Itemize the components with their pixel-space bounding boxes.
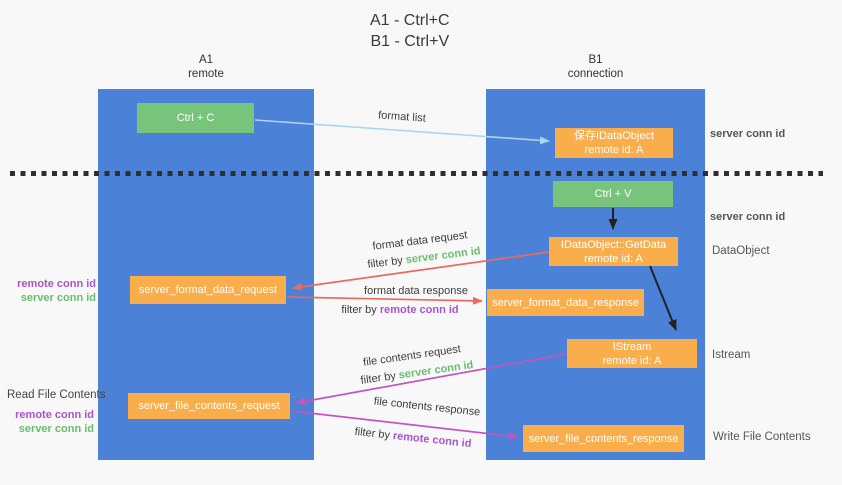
title-line-2: B1 - Ctrl+V (370, 33, 450, 50)
server-conn-id-text: server conn id (397, 359, 475, 382)
column-a-id: A1 (198, 54, 214, 66)
filter-by-text: filter by (354, 425, 391, 442)
node-file-req-label: server_file_contents_request (138, 400, 280, 412)
label-server-conn-id-right-1: server conn id (710, 128, 786, 140)
label-file-contents-response: file contents response (373, 395, 481, 419)
node-fmt-resp-label: server_format_data_response (492, 296, 639, 309)
label-conn-ids-left-2: remote conn id server conn id (0, 409, 94, 436)
label-format-data-response: format data response (364, 285, 468, 297)
label-server-conn-id-right-2: server conn id (710, 211, 786, 223)
node-save-line2: remote id: A (584, 144, 644, 156)
remote-conn-id-text: remote conn id (379, 304, 459, 316)
filter-by-text: filter by (359, 370, 397, 387)
label-read-file-contents: Read File Contents (7, 389, 106, 401)
label-istream: Istream (712, 349, 751, 361)
node-ctrl-v-label: Ctrl + V (594, 188, 632, 200)
label-format-list: format list (377, 109, 427, 125)
node-server-file-contents-request: server_file_contents_request (128, 393, 290, 419)
remote-conn-id-text: remote conn id (17, 278, 96, 290)
node-save-line1: 保存IDataObject (573, 130, 655, 142)
server-conn-id-text: server conn id (405, 245, 482, 267)
node-save-idataobject: 保存IDataObject remote id: A (555, 128, 673, 158)
node-getdata-line2: remote id: A (584, 252, 643, 265)
column-b-name: connection (567, 68, 624, 80)
column-a-name: remote (188, 68, 224, 80)
node-fmt-req-label: server_format_data_request (138, 284, 278, 296)
node-ctrl-c: Ctrl + C (137, 103, 254, 133)
node-ctrl-c-label: Ctrl + C (176, 112, 215, 124)
node-server-file-contents-response: server_file_contents_response (523, 425, 684, 452)
node-server-format-data-response: server_format_data_response (487, 289, 644, 316)
node-istream: IStream remote id: A (567, 339, 697, 368)
node-server-format-data-request: server_format_data_request (130, 276, 286, 304)
arrow-format-data-response (286, 296, 483, 305)
label-write-file-contents: Write File Contents (713, 431, 811, 443)
server-conn-id-text: server conn id (18, 422, 94, 435)
server-conn-id-text: server conn id (20, 291, 96, 304)
remote-conn-id-text: remote conn id (15, 409, 94, 421)
node-istream-line1: IStream (612, 340, 652, 353)
remote-conn-id-text: remote conn id (392, 429, 472, 451)
title-line-1: A1 - Ctrl+C (370, 12, 450, 29)
dashed-divider-line (10, 171, 823, 176)
column-header-b1: B1 connection (486, 53, 705, 81)
diagram-title: A1 - Ctrl+C B1 - Ctrl+V (370, 10, 450, 52)
column-header-a1: A1 remote (98, 53, 314, 81)
filter-by-text: filter by (341, 304, 377, 316)
node-ctrl-v: Ctrl + V (553, 181, 673, 207)
filter-by-text: filter by (366, 254, 404, 271)
node-idataobject-getdata: IDataObject::GetData remote id: A (549, 237, 678, 266)
label-dataobject: DataObject (712, 245, 770, 257)
node-file-resp-label: server_file_contents_response (528, 432, 679, 445)
column-b-id: B1 (588, 54, 603, 66)
label-conn-ids-left-1: remote conn id server conn id (0, 278, 96, 305)
node-istream-line2: remote id: A (602, 354, 662, 367)
node-getdata-line1: IDataObject::GetData (560, 238, 667, 251)
